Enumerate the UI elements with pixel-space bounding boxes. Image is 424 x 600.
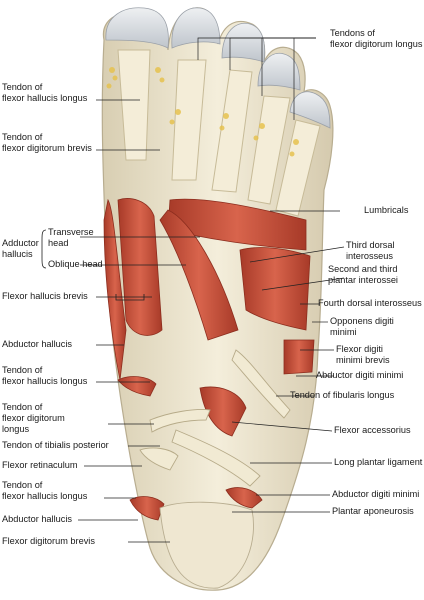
label-long-plantar-ligament: Long plantar ligament <box>334 457 423 467</box>
nail-fourth-toe <box>257 52 301 91</box>
heel-pad <box>159 501 254 589</box>
toe-nails <box>105 7 331 129</box>
label-tendon-fibularis-longus: Tendon of fibularis longus <box>290 390 395 400</box>
cut-abductor-digiti-minimi-low <box>225 487 263 509</box>
label-plantar-aponeurosis: Plantar aponeurosis <box>332 506 414 516</box>
brackets <box>41 229 145 301</box>
tendons-ligaments <box>139 349 291 487</box>
tibialis-posterior-tendon <box>149 409 211 433</box>
label-lumbricals: Lumbricals <box>364 205 409 215</box>
label-flexor-hallucis-brevis: Flexor hallucis brevis <box>2 291 88 301</box>
label-abductor-digiti-minimi-low: Abductor digiti minimi <box>332 489 420 499</box>
leader-lines <box>78 37 345 543</box>
label-abductor-hallucis-low: Abductor hallucis <box>2 514 72 524</box>
flexor-digiti-minimi-brevis-muscle <box>283 339 315 375</box>
long-plantar-ligament <box>171 429 261 487</box>
fibularis-longus-tendon <box>231 349 291 419</box>
label-oblique-head: Oblique head <box>48 259 103 269</box>
fat-pads <box>106 67 299 157</box>
digital-tendons <box>117 49 321 217</box>
label-tendon-tibialis-posterior: Tendon of tibialis posterior <box>2 440 109 450</box>
adductor-transverse-head <box>167 198 307 251</box>
nail-fifth-toe <box>289 91 331 129</box>
label-abductor-digiti-minimi-mid: Abductor digiti minimi <box>316 370 404 380</box>
nail-second-toe <box>171 7 221 49</box>
nail-big-toe <box>105 7 169 49</box>
cut-muscle-left-mid <box>117 376 157 397</box>
muscles <box>103 198 315 521</box>
label-fourth-dorsal-interosseus: Fourth dorsal interosseus <box>318 298 422 308</box>
label-flexor-accessorius: Flexor accessorius <box>334 425 411 435</box>
flexor-hallucis-brevis-muscle <box>117 198 163 336</box>
flexor-accessorius-muscle <box>199 386 247 437</box>
adductor-oblique-head <box>159 209 239 341</box>
flexor-retinaculum <box>139 447 179 471</box>
cut-abductor-hallucis-low <box>129 496 165 521</box>
label-flexor-digitorum-brevis: Flexor digitorum brevis <box>2 536 95 546</box>
label-abductor-hallucis-mid: Abductor hallucis <box>2 339 72 349</box>
interossei-muscles <box>239 247 311 331</box>
label-flexor-retinaculum: Flexor retinaculum <box>2 460 78 470</box>
